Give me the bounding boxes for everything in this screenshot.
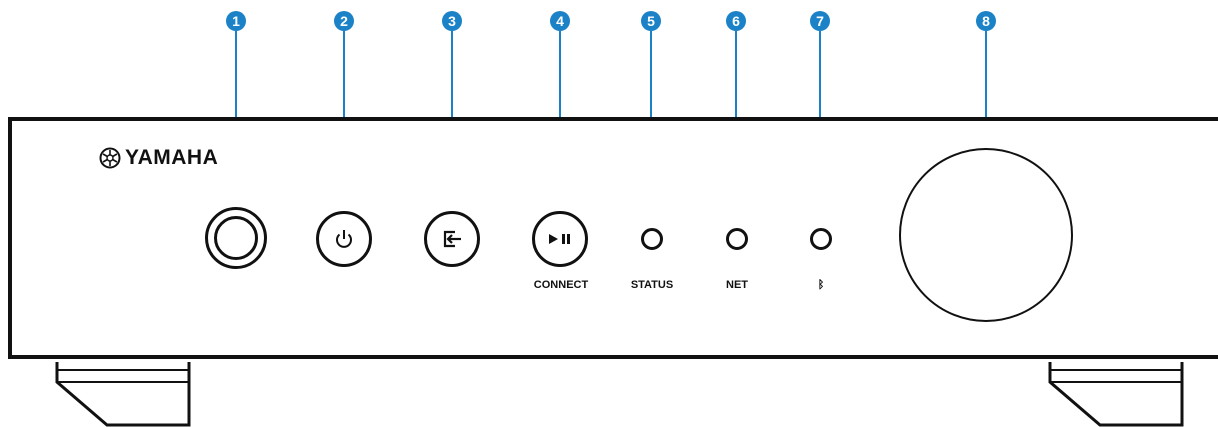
- status-led: [641, 228, 663, 250]
- bluetooth-icon: ᛒ: [817, 279, 825, 291]
- input-icon: [443, 230, 461, 248]
- play-pause-icon: [549, 234, 570, 244]
- brand-name: YAMAHA: [125, 146, 219, 169]
- callout-1: 1: [226, 11, 246, 31]
- bluetooth-led: [810, 228, 832, 250]
- net-label: NET: [726, 279, 748, 291]
- tuning-fork-emblem-icon: [99, 147, 121, 169]
- callout-5: 5: [641, 11, 661, 31]
- connect-play-pause-button[interactable]: [532, 211, 588, 267]
- volume-knob[interactable]: [899, 148, 1073, 322]
- connect-label: CONNECT: [533, 279, 589, 291]
- callout-3: 3: [442, 11, 462, 31]
- right-foot: [1048, 362, 1184, 427]
- headphone-jack[interactable]: [205, 207, 267, 269]
- callout-2: 2: [334, 11, 354, 31]
- callout-6: 6: [726, 11, 746, 31]
- brand-logo: YAMAHA: [99, 146, 218, 170]
- callout-8: 8: [976, 11, 996, 31]
- power-button[interactable]: [316, 211, 372, 267]
- headphone-jack-inner-ring: [214, 216, 258, 260]
- input-button[interactable]: [424, 211, 480, 267]
- callout-7: 7: [810, 11, 830, 31]
- power-icon: [336, 230, 352, 248]
- status-label: STATUS: [630, 279, 674, 291]
- callout-4: 4: [550, 11, 570, 31]
- net-led: [726, 228, 748, 250]
- left-foot: [55, 362, 191, 427]
